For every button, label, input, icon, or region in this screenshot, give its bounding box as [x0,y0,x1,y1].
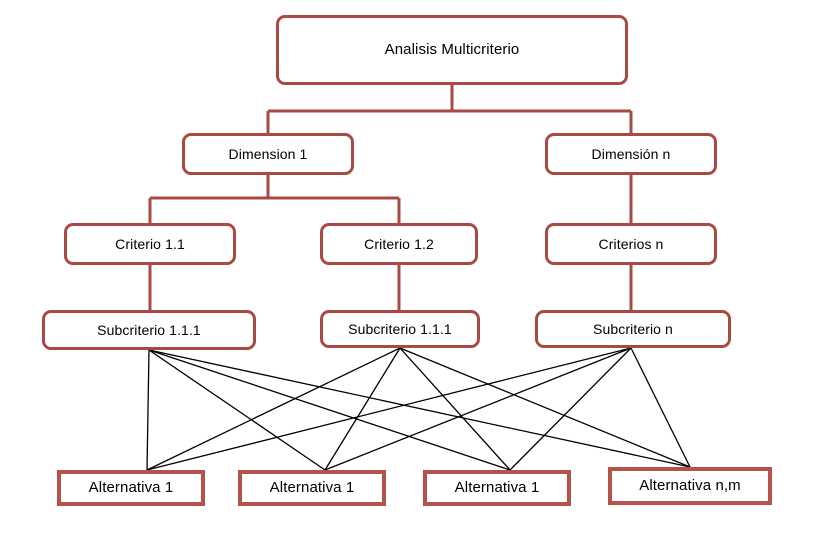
mesh-connector [399,347,511,471]
node-label: Criterios n [598,235,664,252]
node-root-goal[interactable]: Analisis Multicriterio [276,15,628,85]
mesh-connector [509,347,632,471]
mesh-connector [324,347,401,471]
node-label: Alternativa n,m [639,477,741,495]
node-criterio-1-2[interactable]: Criterio 1.2 [320,223,478,265]
mesh-connector [148,349,691,468]
node-label: Subcriterio 1.1.1 [97,321,201,338]
node-label: Analisis Multicriterio [384,41,520,59]
node-dimension-1[interactable]: Dimension 1 [182,133,354,175]
node-label: Criterio 1.2 [364,235,434,252]
node-label: Dimensión n [591,145,671,162]
node-alternativa-1[interactable]: Alternativa 1 [57,470,205,506]
node-label: Dimension 1 [228,145,308,162]
node-subcriterio-1-1-1-b[interactable]: Subcriterio 1.1.1 [320,310,480,348]
node-label: Subcriterio n [593,320,673,337]
node-alternativa-3[interactable]: Alternativa 1 [423,470,571,506]
mesh-connector [399,347,691,468]
node-label: Subcriterio 1.1.1 [348,320,452,337]
node-dimension-n[interactable]: Dimensión n [545,133,717,175]
mesh-connector [148,349,511,471]
node-label: Alternativa 1 [269,479,355,497]
mesh-connector [146,349,150,471]
node-label: Alternativa 1 [454,479,540,497]
mesh-connector [146,347,401,471]
node-criterio-1-1[interactable]: Criterio 1.1 [64,223,236,265]
node-alternativa-2[interactable]: Alternativa 1 [238,470,386,506]
mesh-connector [324,347,632,471]
node-subcriterio-1-1-1-a[interactable]: Subcriterio 1.1.1 [42,310,256,350]
node-subcriterio-n[interactable]: Subcriterio n [535,310,731,348]
node-label: Criterio 1.1 [115,235,185,252]
mesh-connector [630,347,691,468]
mesh-connector [148,349,326,471]
node-alternativa-n-m[interactable]: Alternativa n,m [608,467,772,505]
mesh-connector [146,347,632,471]
node-criterios-n[interactable]: Criterios n [545,223,717,265]
node-label: Alternativa 1 [88,479,174,497]
